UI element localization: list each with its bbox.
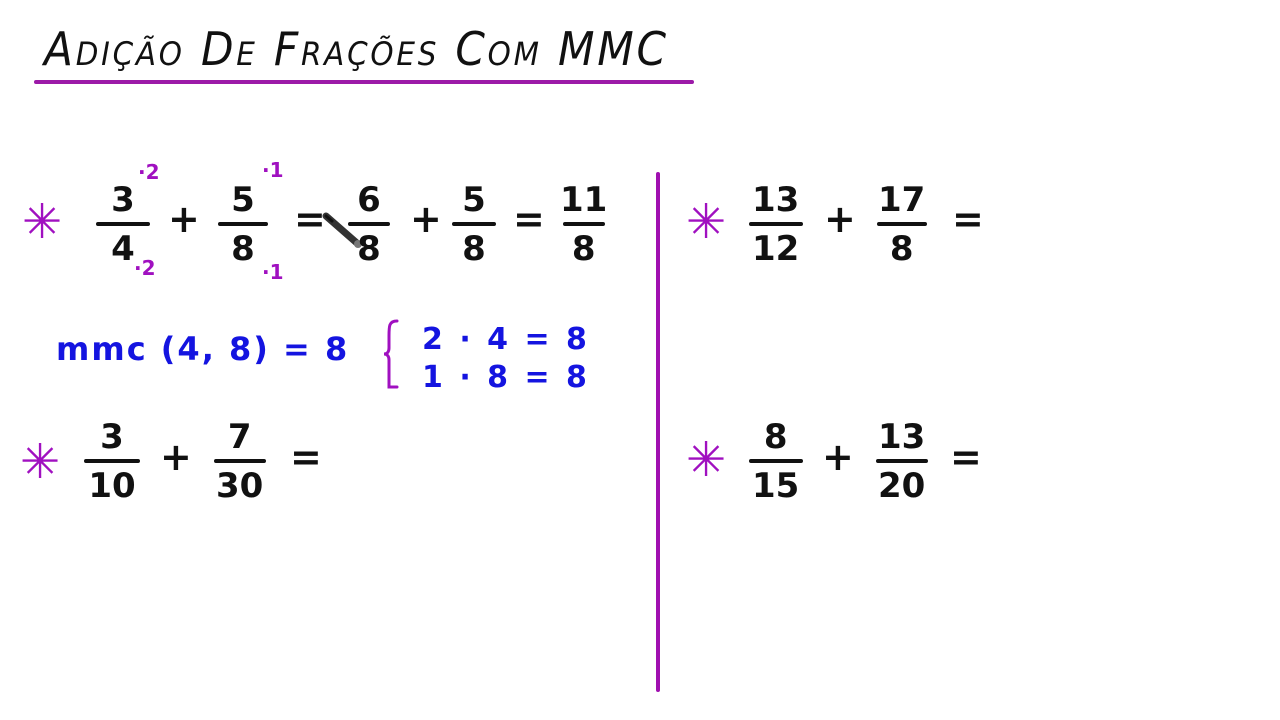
multiplier-top: ·1 <box>262 158 284 182</box>
fraction-bar <box>875 459 928 463</box>
fraction-p4-b: 13 20 <box>874 420 929 503</box>
fraction-p2-b: 7 30 <box>212 420 267 503</box>
page-title: Adição De Frações Com MMC <box>44 22 669 76</box>
bullet-asterisk-icon: ✳ <box>686 194 727 250</box>
fraction-bar <box>213 459 266 463</box>
plus-operator: + <box>410 197 442 241</box>
fraction-p1-a: 3 4 <box>96 183 150 266</box>
denominator: 10 <box>88 466 136 506</box>
equals-sign: = <box>294 197 326 241</box>
fraction-bar <box>876 222 927 226</box>
numerator: 5 <box>462 180 486 220</box>
numerator: 5 <box>231 180 255 220</box>
title-underline <box>34 80 694 84</box>
bullet-asterisk-icon: ✳ <box>686 432 727 488</box>
numerator: 13 <box>752 180 800 220</box>
equals-sign: = <box>950 435 982 479</box>
plus-operator: + <box>822 435 854 479</box>
multiplier-top: ·2 <box>138 160 160 184</box>
denominator: 20 <box>878 466 926 506</box>
denominator: 30 <box>216 466 264 506</box>
denominator: 12 <box>752 229 800 269</box>
denominator: 15 <box>752 466 800 506</box>
denominator: 8 <box>231 229 255 269</box>
numerator: 3 <box>100 417 124 457</box>
denominator: 8 <box>889 229 914 269</box>
column-divider <box>656 172 660 692</box>
fraction-bar <box>84 459 140 463</box>
fraction-bar <box>562 222 605 226</box>
bullet-asterisk-icon: ✳ <box>20 434 61 490</box>
fraction-p3-b: 17 8 <box>874 183 929 266</box>
numerator: 3 <box>111 180 135 220</box>
numerator: 6 <box>357 180 381 220</box>
fraction-step-b: 5 8 <box>452 183 496 266</box>
equals-sign: = <box>290 435 322 479</box>
denominator: 4 <box>111 229 135 269</box>
numerator: 13 <box>878 417 926 457</box>
fraction-bar <box>96 222 150 226</box>
fraction-bar <box>348 222 390 226</box>
equals-sign: = <box>952 197 984 241</box>
numerator: 17 <box>878 180 926 220</box>
fraction-p4-a: 8 15 <box>748 420 803 503</box>
mmc-line-1: 2 · 4 = 8 <box>422 322 590 357</box>
multiplier-bottom: ·2 <box>134 256 156 280</box>
plus-operator: + <box>160 435 192 479</box>
plus-operator: + <box>168 197 200 241</box>
numerator: 11 <box>560 180 608 220</box>
equals-sign: = <box>513 197 545 241</box>
fraction-p1-b: 5 8 <box>218 183 268 266</box>
numerator: 7 <box>227 417 252 457</box>
fraction-bar <box>218 222 268 226</box>
fraction-step-a: 6 8 <box>348 183 390 266</box>
fraction-bar <box>748 222 803 226</box>
fraction-result: 11 8 <box>556 183 611 266</box>
curly-brace-icon <box>383 319 399 389</box>
plus-operator: + <box>824 197 856 241</box>
denominator: 8 <box>462 229 486 269</box>
mmc-line-2: 1 · 8 = 8 <box>422 360 590 395</box>
mmc-expression: mmc (4, 8) = 8 <box>56 330 350 368</box>
fraction-bar <box>748 459 803 463</box>
bullet-asterisk-icon: ✳ <box>22 194 63 250</box>
numerator: 8 <box>763 417 788 457</box>
denominator: 8 <box>571 229 596 269</box>
fraction-p2-a: 3 10 <box>84 420 140 503</box>
denominator: 8 <box>357 229 381 269</box>
pencil-cursor-icon <box>322 212 362 248</box>
multiplier-bottom: ·1 <box>262 260 284 284</box>
fraction-p3-a: 13 12 <box>748 183 803 266</box>
fraction-bar <box>452 222 496 226</box>
